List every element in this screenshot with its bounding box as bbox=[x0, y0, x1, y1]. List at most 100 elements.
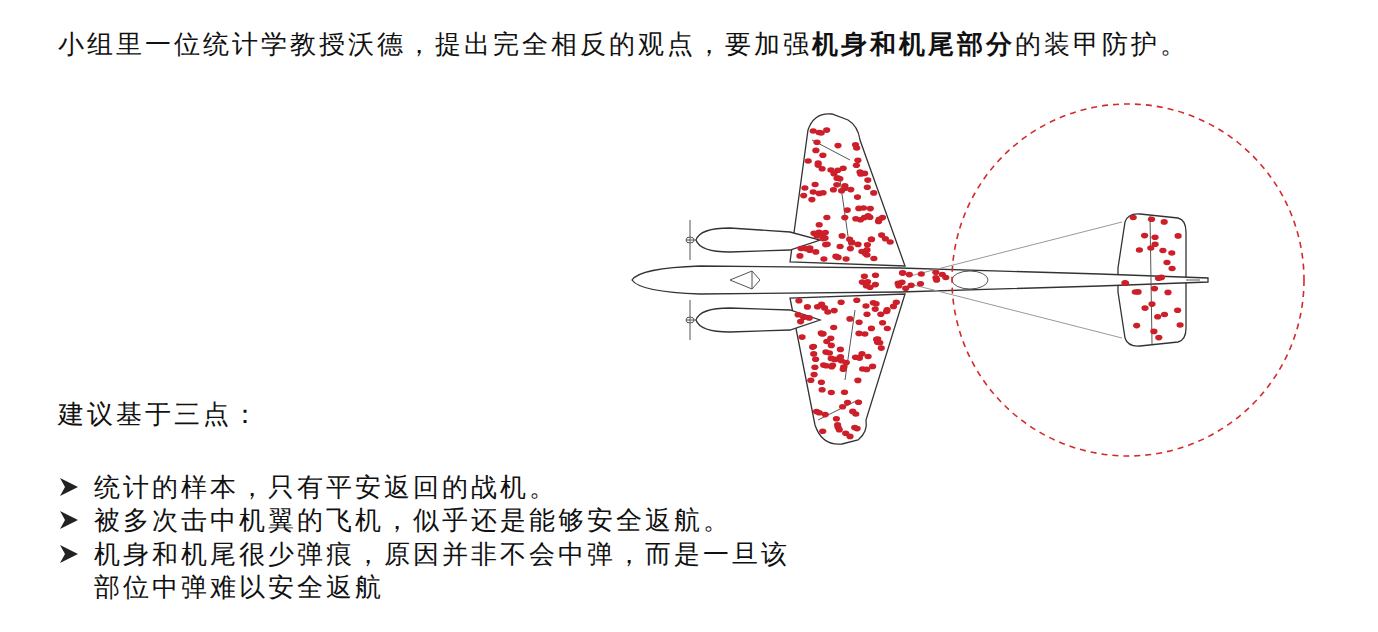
bullet-hole bbox=[862, 303, 869, 309]
bullet-hole bbox=[841, 215, 848, 221]
bullet-hole bbox=[1161, 219, 1168, 225]
bullet-hole bbox=[824, 309, 831, 315]
bullet-hole bbox=[854, 157, 861, 163]
bullet-hole bbox=[811, 364, 818, 370]
bullet-hole bbox=[1121, 280, 1128, 286]
fuselage bbox=[632, 266, 1208, 294]
bullet-hole bbox=[816, 410, 823, 416]
bullet-hole bbox=[878, 345, 885, 351]
bullet-hole bbox=[853, 162, 860, 168]
bullet-hole bbox=[855, 331, 862, 337]
bullet-hole bbox=[815, 162, 822, 168]
bullet-hole bbox=[863, 252, 870, 258]
bullet-hole bbox=[847, 187, 854, 193]
bullet-hole bbox=[1155, 335, 1162, 341]
bullet-hole bbox=[810, 344, 817, 350]
bullet-hole bbox=[1169, 266, 1176, 272]
bullet-hole bbox=[917, 281, 924, 287]
bullet-hole bbox=[833, 416, 840, 422]
bullet-hole bbox=[840, 367, 847, 373]
bullet-hole bbox=[1151, 234, 1158, 240]
bullet-hole bbox=[856, 319, 863, 325]
bullet-hole bbox=[1148, 301, 1155, 307]
bullet-hole bbox=[1161, 312, 1168, 318]
bullet-hole bbox=[1141, 233, 1148, 239]
bullet-text: 被多次击中机翼的飞机，似乎还是能够安全返航。 bbox=[94, 504, 732, 537]
bullet-hole bbox=[895, 281, 902, 287]
bullet-hole bbox=[908, 283, 915, 289]
bullet-hole bbox=[830, 325, 837, 331]
bullet-hole bbox=[1122, 281, 1129, 287]
bullet-hole bbox=[804, 304, 811, 310]
bullet-hole bbox=[856, 355, 863, 361]
bullet-hole bbox=[1148, 216, 1155, 222]
bullet-hole bbox=[819, 152, 826, 158]
bullet-hole bbox=[1130, 215, 1137, 221]
bullet-hole bbox=[830, 187, 837, 193]
title-row: 小组里一位统计学教授沃德，提出完全相反的观点，要加强机身和机尾部分的装甲防护。 bbox=[58, 28, 1189, 61]
bullet-hole bbox=[812, 249, 819, 255]
title-text: 的装甲防护。 bbox=[1015, 28, 1189, 61]
bullet-hole bbox=[868, 237, 875, 243]
bullet-hole bbox=[854, 378, 861, 384]
bullet-hole bbox=[852, 142, 859, 148]
bullet-hole bbox=[870, 190, 877, 196]
bullet-hole bbox=[1154, 314, 1161, 320]
bullet-hole bbox=[827, 336, 834, 342]
bullet-hole bbox=[820, 190, 827, 196]
bullet-hole bbox=[844, 207, 851, 213]
bullet-hole bbox=[837, 347, 844, 353]
engine-nacelle bbox=[696, 228, 820, 252]
bullet-hole bbox=[906, 272, 913, 278]
bullet-hole bbox=[872, 306, 879, 312]
bullet-hole bbox=[872, 272, 879, 278]
wing bbox=[790, 294, 905, 444]
bullet-hole bbox=[866, 215, 873, 221]
bullet-hole bbox=[806, 315, 813, 321]
bullet-hole bbox=[833, 182, 840, 188]
bullet-hole bbox=[809, 344, 816, 350]
bullet-hole bbox=[878, 232, 885, 238]
bullet-hole bbox=[838, 300, 845, 306]
bullet-hole bbox=[820, 362, 827, 368]
bullet-hole bbox=[1150, 329, 1157, 335]
bullet-hole bbox=[837, 244, 844, 250]
bullet-hole bbox=[884, 326, 891, 332]
bullet-hole bbox=[836, 176, 843, 182]
bullet-hole bbox=[1174, 307, 1181, 313]
bullet-hole bbox=[832, 254, 839, 260]
bullet-hole bbox=[846, 316, 853, 322]
bullet-hole bbox=[810, 128, 817, 134]
bullet-hole bbox=[797, 246, 804, 252]
bullet-hole bbox=[1164, 290, 1171, 296]
bullet-hole bbox=[820, 236, 827, 242]
bullet-hole bbox=[854, 426, 861, 432]
bullet-hole bbox=[823, 127, 830, 133]
bullet-hole bbox=[1159, 248, 1166, 254]
bullet-hole bbox=[1136, 247, 1143, 253]
bullet-hole bbox=[899, 270, 906, 276]
highlight-circle bbox=[952, 104, 1304, 456]
bullet-hole bbox=[876, 340, 883, 346]
bullet-hole bbox=[876, 217, 883, 223]
bullet-hole bbox=[870, 256, 877, 262]
bullet-text: 机身和机尾很少弹痕，原因并非不会中弹，而是一旦该 部位中弹难以安全返航 bbox=[94, 538, 809, 604]
bullet-hole bbox=[834, 167, 841, 173]
bullet-hole bbox=[808, 197, 815, 203]
bullet-hole bbox=[861, 273, 868, 279]
bullet-hole bbox=[854, 194, 861, 200]
bullet-hole bbox=[864, 184, 871, 190]
bullet-hole bbox=[854, 242, 861, 248]
bullet-hole bbox=[843, 256, 850, 262]
bullet-hole bbox=[814, 304, 821, 310]
title-text: 小组里一位统计学教授沃德，提出完全相反的观点，要加强 bbox=[58, 28, 812, 61]
bullet-hole bbox=[942, 275, 949, 281]
bullet-hole bbox=[818, 330, 825, 336]
bullet-hole bbox=[865, 354, 872, 360]
bullet-hole bbox=[846, 236, 853, 242]
bullet-hole bbox=[864, 242, 871, 248]
bullet-hole bbox=[866, 284, 873, 290]
bullet-hole bbox=[1151, 286, 1158, 292]
bullet-hole bbox=[795, 298, 802, 304]
bullet-hole bbox=[918, 271, 925, 277]
